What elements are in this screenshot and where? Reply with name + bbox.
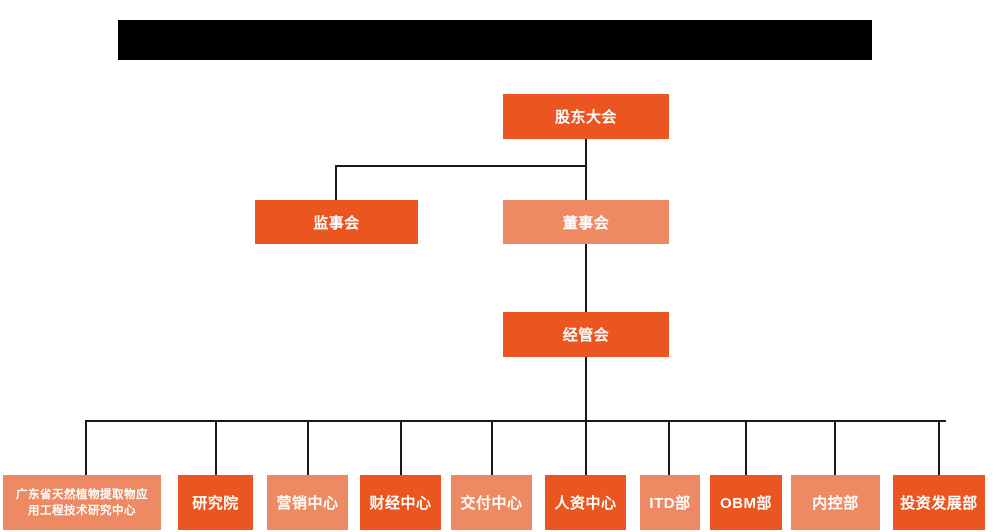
connector-drop-institute	[215, 420, 217, 475]
node-investment-development-department-label: 投资发展部	[900, 495, 978, 512]
node-management-committee-label: 经管会	[562, 327, 610, 344]
connector-drop-delivery	[491, 420, 493, 475]
node-internal-control-department-label: 内控部	[812, 495, 859, 512]
node-obm-department[interactable]: OBM部	[710, 475, 782, 530]
node-guangdong-research-center[interactable]: 广东省天然植物提取物应 用工程技术研究中心	[3, 475, 161, 530]
node-obm-department-label: OBM部	[720, 495, 772, 512]
node-itd-department[interactable]: ITD部	[640, 475, 700, 530]
node-shareholders-meeting[interactable]: 股东大会	[503, 94, 669, 139]
connector-drop-internal-control	[834, 420, 836, 475]
node-guangdong-research-center-label: 广东省天然植物提取物应 用工程技术研究中心	[12, 487, 152, 519]
node-finance-center-label: 财经中心	[369, 495, 432, 512]
redacted-title-banner	[118, 20, 872, 60]
node-management-committee[interactable]: 经管会	[503, 312, 669, 357]
connector-to-directors	[585, 165, 587, 200]
node-investment-development-department[interactable]: 投资发展部	[893, 475, 985, 530]
node-board-of-directors-label: 董事会	[562, 214, 610, 232]
connector-shareholders-bus	[336, 165, 587, 167]
connector-to-supervisors	[335, 165, 337, 200]
connector-drop-investment	[938, 420, 940, 475]
node-guangdong-research-center-line2: 用工程技术研究中心	[28, 504, 136, 517]
node-guangdong-research-center-line1: 广东省天然植物提取物应	[16, 488, 148, 501]
node-board-of-supervisors-label: 监事会	[313, 214, 360, 232]
node-itd-department-label: ITD部	[649, 495, 691, 512]
node-shareholders-meeting-label: 股东大会	[554, 109, 617, 126]
connector-drop-marketing	[307, 420, 309, 475]
connector-drop-obm	[745, 420, 747, 475]
node-delivery-center-label: 交付中心	[460, 495, 523, 512]
node-board-of-supervisors[interactable]: 监事会	[255, 200, 418, 244]
connector-drop-finance	[400, 420, 402, 475]
connector-department-bus	[85, 420, 946, 422]
node-delivery-center[interactable]: 交付中心	[451, 475, 532, 530]
node-hr-center[interactable]: 人资中心	[545, 475, 626, 530]
connector-management-down	[585, 356, 587, 422]
connector-drop-hr	[585, 420, 587, 475]
connector-drop-itd	[668, 420, 670, 475]
node-hr-center-label: 人资中心	[554, 495, 617, 512]
node-board-of-directors[interactable]: 董事会	[503, 200, 669, 244]
connector-drop-research-center	[85, 420, 87, 475]
node-institute[interactable]: 研究院	[178, 475, 253, 530]
connector-shareholders-down	[585, 139, 587, 166]
node-marketing-center-label: 营销中心	[276, 495, 339, 512]
node-internal-control-department[interactable]: 内控部	[791, 475, 880, 530]
node-institute-label: 研究院	[192, 495, 239, 512]
redacted-title-text	[118, 20, 872, 21]
connector-directors-to-management	[585, 243, 587, 313]
node-marketing-center[interactable]: 营销中心	[267, 475, 348, 530]
node-finance-center[interactable]: 财经中心	[360, 475, 441, 530]
